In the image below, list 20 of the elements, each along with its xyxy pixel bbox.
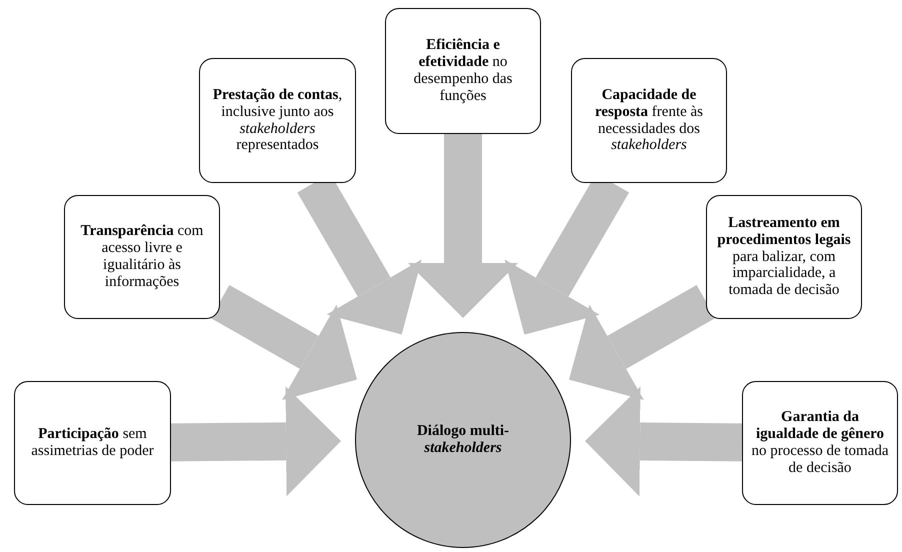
principle-text: Capacidade de resposta frente às necessidades dos stakeholders — [594, 86, 704, 154]
principle-box — [742, 381, 898, 505]
principle-box — [571, 58, 727, 183]
block-arrow — [210, 284, 358, 400]
principle-text: Participação sem assimetrias de poder — [30, 426, 155, 460]
block-arrow — [408, 134, 518, 318]
principle-text: Prestação de contas, inclusive junto aos stakeholders representados — [212, 86, 344, 154]
principle-text: Transparência com acesso livre e igualitário às informações — [80, 223, 204, 291]
principle-text: Garantia da igualdade de gênero no processo de tomada de decisão — [750, 409, 890, 477]
block-arrow — [585, 386, 742, 496]
hub-label: Diálogo multi-stakeholders — [416, 423, 510, 457]
principle-text: Lastreamento em procedimentos legais para balizar, com imparcialidade, a tomada de decisão — [716, 215, 852, 299]
principle-text: Eficiência e efetividade no desempenho das funções — [412, 37, 514, 105]
principle-box — [385, 8, 541, 134]
block-arrow — [568, 284, 716, 400]
principle-box — [14, 381, 171, 505]
principle-box — [199, 58, 356, 183]
block-arrow — [170, 386, 341, 496]
principle-box — [64, 195, 220, 319]
principle-box — [706, 195, 862, 319]
